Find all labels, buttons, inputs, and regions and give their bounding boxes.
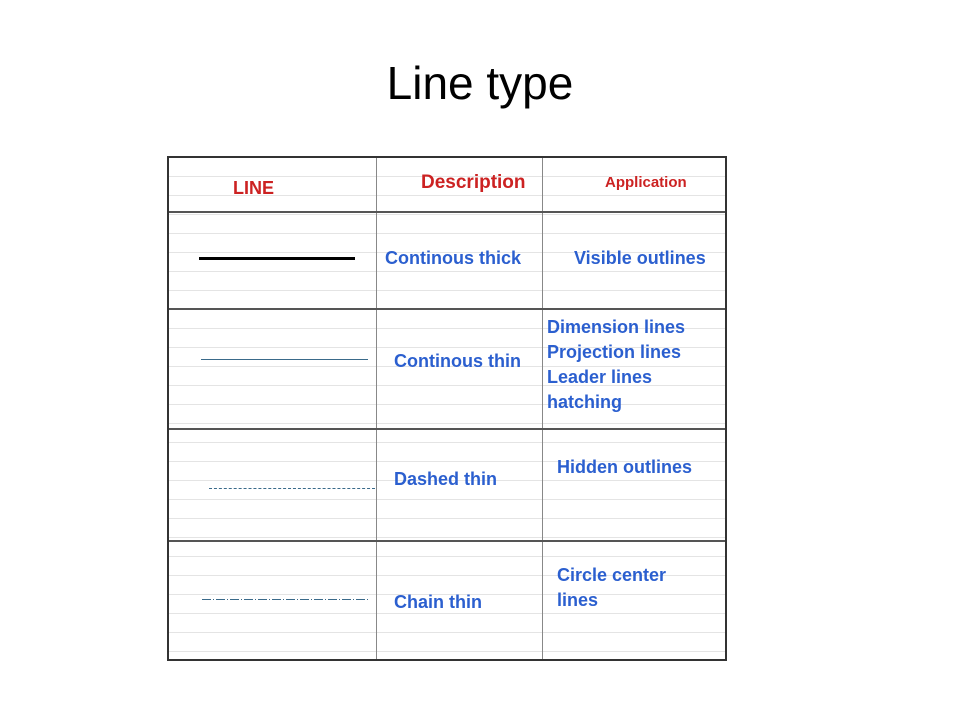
header-application: Application: [605, 174, 687, 191]
application-line: hatching: [547, 392, 622, 412]
application-line: Projection lines: [547, 342, 682, 362]
line-sample-chain-thin: [202, 599, 370, 600]
row-application: Circle center lines: [557, 563, 666, 613]
row-description: Dashed thin: [394, 469, 498, 489]
row-description: Continous thick: [385, 248, 521, 268]
row-application: Visible outlines: [574, 248, 706, 269]
column-divider: [542, 158, 543, 659]
row-application: Hidden outlines: [557, 457, 692, 478]
application-line: Hidden outlines: [557, 457, 692, 477]
application-line: lines: [557, 590, 599, 610]
page-title: Line type: [386, 57, 574, 109]
row-divider: [169, 211, 725, 213]
line-sample-dashed-thin: [209, 488, 375, 489]
line-sample-continuous-thick: [199, 257, 355, 260]
application-line: Dimension lines: [547, 317, 686, 337]
application-line: Leader lines: [547, 367, 653, 387]
header-line: LINE: [233, 178, 275, 198]
row-divider: [169, 540, 725, 542]
row-description: Continous thin: [394, 351, 521, 371]
line-type-table: LINE Description Application Continous t…: [167, 156, 727, 661]
row-divider: [169, 308, 725, 310]
row-application: Dimension lines Projection lines Leader …: [547, 315, 685, 415]
header-description: Description: [421, 172, 526, 193]
row-divider: [169, 428, 725, 430]
application-line: Visible outlines: [574, 248, 706, 268]
column-divider: [376, 158, 377, 659]
row-description: Chain thin: [394, 592, 482, 612]
line-sample-continuous-thin: [201, 359, 368, 360]
application-line: Circle center: [557, 565, 667, 585]
